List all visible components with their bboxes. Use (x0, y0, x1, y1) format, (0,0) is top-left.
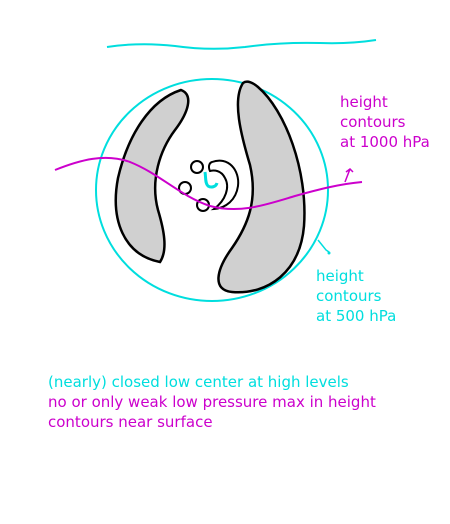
label-1000-line: at 1000 hPa (340, 133, 430, 151)
caption-line-surface: no or only weak low pressure max in heig… (48, 393, 376, 411)
inner-500hpa-contour (203, 171, 219, 189)
central-comma-cloud (207, 159, 240, 211)
1000hpa-leader-line (344, 168, 354, 183)
1000hpa-height-contour (54, 156, 363, 211)
label-1000-line: contours (340, 113, 406, 131)
500hpa-leader-dot (327, 251, 331, 255)
label-500-line: contours (316, 287, 382, 305)
caption-line-surface-cont: contours near surface (48, 413, 213, 431)
right-cloud-band (217, 80, 306, 294)
closed-500hpa-contour (95, 78, 329, 302)
convective-cell (190, 160, 204, 174)
label-height-contours-500hpa: height contours at 500 hPa (316, 266, 396, 326)
caption-line-upper-levels: (nearly) closed low center at high level… (48, 373, 349, 391)
label-1000-line: height (340, 93, 388, 111)
left-cloud-band (114, 88, 190, 264)
upper-height-contour-line (106, 39, 377, 50)
label-500-line: height (316, 267, 364, 285)
label-height-contours-1000hpa: height contours at 1000 hPa (340, 92, 430, 152)
diagram-caption: (nearly) closed low center at high level… (48, 372, 376, 432)
500hpa-leader-line (317, 239, 330, 253)
label-500-line: at 500 hPa (316, 307, 397, 325)
